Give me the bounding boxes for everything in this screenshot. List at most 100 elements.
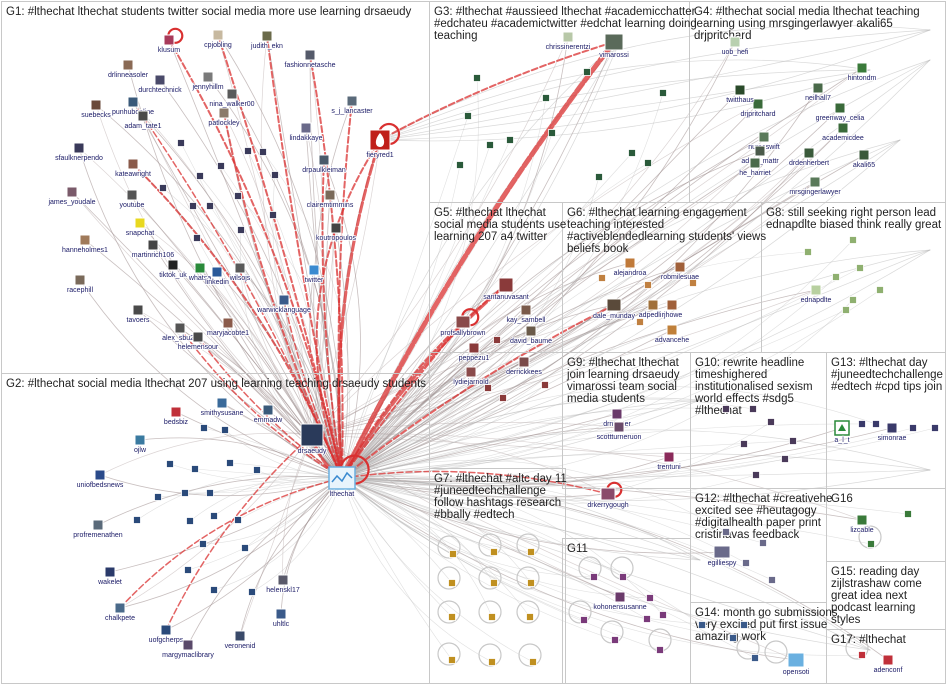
node-margymaclibrary[interactable]: margymaclibrary (161, 639, 215, 660)
node-twitthaus[interactable]: twitthaus (725, 84, 755, 105)
node-derrickkees[interactable]: derrickkees (505, 356, 543, 377)
node-patlockley[interactable]: patlockley (208, 107, 241, 128)
node-twitter[interactable]: twitter (304, 264, 325, 285)
node-adpedlite[interactable]: adpedlite (638, 299, 668, 320)
node-emmadw[interactable]: emmadw (253, 404, 284, 425)
node-racephill[interactable]: racephill (66, 274, 94, 295)
node-lydiejarnold[interactable]: lydiejarnold (452, 366, 490, 387)
node-punhubonline[interactable]: punhubonline (111, 96, 155, 117)
node-uob-hefi[interactable]: uob_hefi (721, 36, 750, 57)
node-vimarossi[interactable]: vimarossi (598, 33, 630, 60)
node-bedsbiz[interactable]: bedsbiz (163, 406, 189, 427)
node-lthechat[interactable]: lthechat (328, 466, 356, 499)
node-helemensour[interactable]: helemensour (177, 331, 220, 352)
node-s-j-lancaster[interactable]: s_j_lancaster (331, 95, 374, 116)
node-alejandroa[interactable]: alejandroa (613, 257, 647, 278)
node-james-youdale[interactable]: james_youdale (47, 186, 96, 207)
node-adenconf[interactable]: adenconf (873, 654, 903, 675)
node-fashionnetasche[interactable]: fashionnetasche (284, 49, 336, 70)
node-greenway-celia[interactable]: greenway_celia (815, 102, 865, 123)
node-durchtechnick[interactable]: durchtechnick (138, 74, 183, 95)
node-profsallybrown[interactable]: profsallybrown (440, 315, 486, 338)
node-adam-tate1[interactable]: adam_tate1 (124, 110, 162, 131)
node-drpaulkleiman[interactable]: drpaulkleiman (301, 154, 347, 175)
node-alex-sbu21[interactable]: alex_sbu21 (161, 322, 199, 343)
node-simonrae[interactable]: simonrae (877, 422, 907, 443)
node-jennyhillm[interactable]: jennyhillm (191, 71, 225, 92)
node-uniofbedsnews[interactable]: uniofbedsnews (76, 469, 125, 490)
node-whatsapp[interactable]: whatsa (187, 262, 212, 283)
edge-highlight (379, 41, 615, 141)
node-cpjobling[interactable]: cpjobling (203, 29, 233, 50)
node-rjhowe[interactable]: rjhowe (661, 299, 683, 320)
node-santanuvasant[interactable]: santanuvasant (482, 277, 530, 302)
node-label: alex_sbu21 (162, 335, 198, 342)
node-tavoers[interactable]: tavoers (126, 304, 151, 325)
node-helenskl17[interactable]: helenskl17 (265, 574, 301, 595)
node-ednapdlte[interactable]: ednapdlte (800, 284, 832, 305)
node-robmilesuae[interactable]: robmilesuae (660, 261, 700, 282)
node-label: wakelet (97, 579, 122, 586)
edge-highlight (266, 35, 343, 479)
node-warwicklanguage[interactable]: warwicklanguage (255, 294, 312, 315)
node-kohonensusanne[interactable]: kohonensusanne (593, 591, 648, 612)
node-hintondm[interactable]: hintondm (847, 62, 877, 83)
node-drsaeudy[interactable]: drsaeudy (297, 423, 328, 456)
node-drdenherbert[interactable]: drdenherbert (788, 147, 830, 168)
node-drjpritchard[interactable]: drjpritchard (740, 98, 776, 119)
node-clairemtimmins[interactable]: clairemtimmins (306, 189, 355, 210)
node-uhltlc[interactable]: uhltlc (272, 608, 290, 629)
node-trentuni[interactable]: trentuni (657, 451, 682, 472)
node-dale-munday[interactable]: dale_munday (592, 298, 636, 321)
edge (341, 103, 759, 479)
node-lizcable[interactable]: lizcable (850, 514, 875, 535)
edge (341, 249, 931, 479)
node-judith-ekn[interactable]: judith_ekn (249, 30, 284, 51)
node-koutropoulos[interactable]: koutropoulos (315, 222, 357, 243)
node-snapchat[interactable]: snapchat (125, 217, 155, 238)
node-neilhall7[interactable]: neilhall7 (804, 82, 832, 103)
node-lindakkaye[interactable]: lindakkaye (289, 122, 323, 143)
edge (202, 477, 343, 545)
node-martinrich106[interactable]: martinrich106 (131, 239, 175, 260)
node-he-harriet[interactable]: he_harriet (738, 157, 772, 178)
node-ojlw[interactable]: ojlw (133, 434, 148, 455)
node-label: profsallybrown (440, 330, 485, 337)
node-smithysusane[interactable]: smithysusane (200, 397, 244, 418)
node-peppezu1[interactable]: peppezu1 (458, 342, 490, 363)
node-profremenathen[interactable]: profremenathen (72, 519, 124, 540)
node-label: academicdee (822, 135, 864, 142)
node-nina-walker00[interactable]: nina_walker00 (209, 88, 255, 109)
node-sfaulknerpendo[interactable]: sfaulknerpendo (54, 142, 104, 163)
node-uofgcherps[interactable]: uofgcherps (148, 624, 185, 645)
node-chalkpete[interactable]: chalkpete (104, 602, 136, 623)
node-advancehe[interactable]: advancehe (654, 324, 690, 345)
node-klusum[interactable]: klusum (157, 34, 181, 55)
node-veronenid[interactable]: veronenid (224, 630, 256, 651)
node-egilliespy[interactable]: egilliespy (707, 545, 738, 568)
node-drlinneasoler[interactable]: drlinneasoler (107, 59, 150, 80)
node-hanneholmes1[interactable]: hanneholmes1 (61, 234, 109, 255)
node-wakelet[interactable]: wakelet (96, 566, 123, 587)
node-linkedin[interactable]: linkedin (204, 266, 230, 287)
node-kateawright[interactable]: kateawright (114, 158, 152, 179)
node-avatar (122, 59, 134, 71)
node (729, 634, 737, 642)
node-maryjacobte1[interactable]: maryjacobte1 (206, 317, 250, 338)
node-wilsojs[interactable]: wilsojs (228, 262, 252, 283)
node-youtube[interactable]: youtube (119, 189, 145, 210)
node-david-baume[interactable]: david_baume (509, 325, 553, 346)
node-suebecks[interactable]: suebecks (80, 99, 112, 120)
node-a-l-t[interactable]: a_l_t (834, 420, 850, 445)
node-chrissinerentzi[interactable]: chrissinerentzi (545, 31, 592, 52)
node-drkerrygough[interactable]: drkerrygough (587, 487, 630, 510)
node-akali65[interactable]: akali65 (852, 149, 876, 170)
node-mrsgingerlawyer[interactable]: mrsgingerlawyer (789, 176, 842, 197)
node-fieryred1[interactable]: fieryred1 (366, 129, 395, 160)
node-academicdee[interactable]: academicdee (821, 122, 865, 143)
node-opensoti[interactable]: opensoti (782, 652, 810, 677)
node-tiktok-uk[interactable]: tiktok_uk (158, 259, 188, 280)
node-scottturneruon[interactable]: scottturneruon (596, 421, 642, 442)
node-kay-sambell[interactable]: kay_sambell (506, 304, 547, 325)
edge (341, 41, 736, 479)
